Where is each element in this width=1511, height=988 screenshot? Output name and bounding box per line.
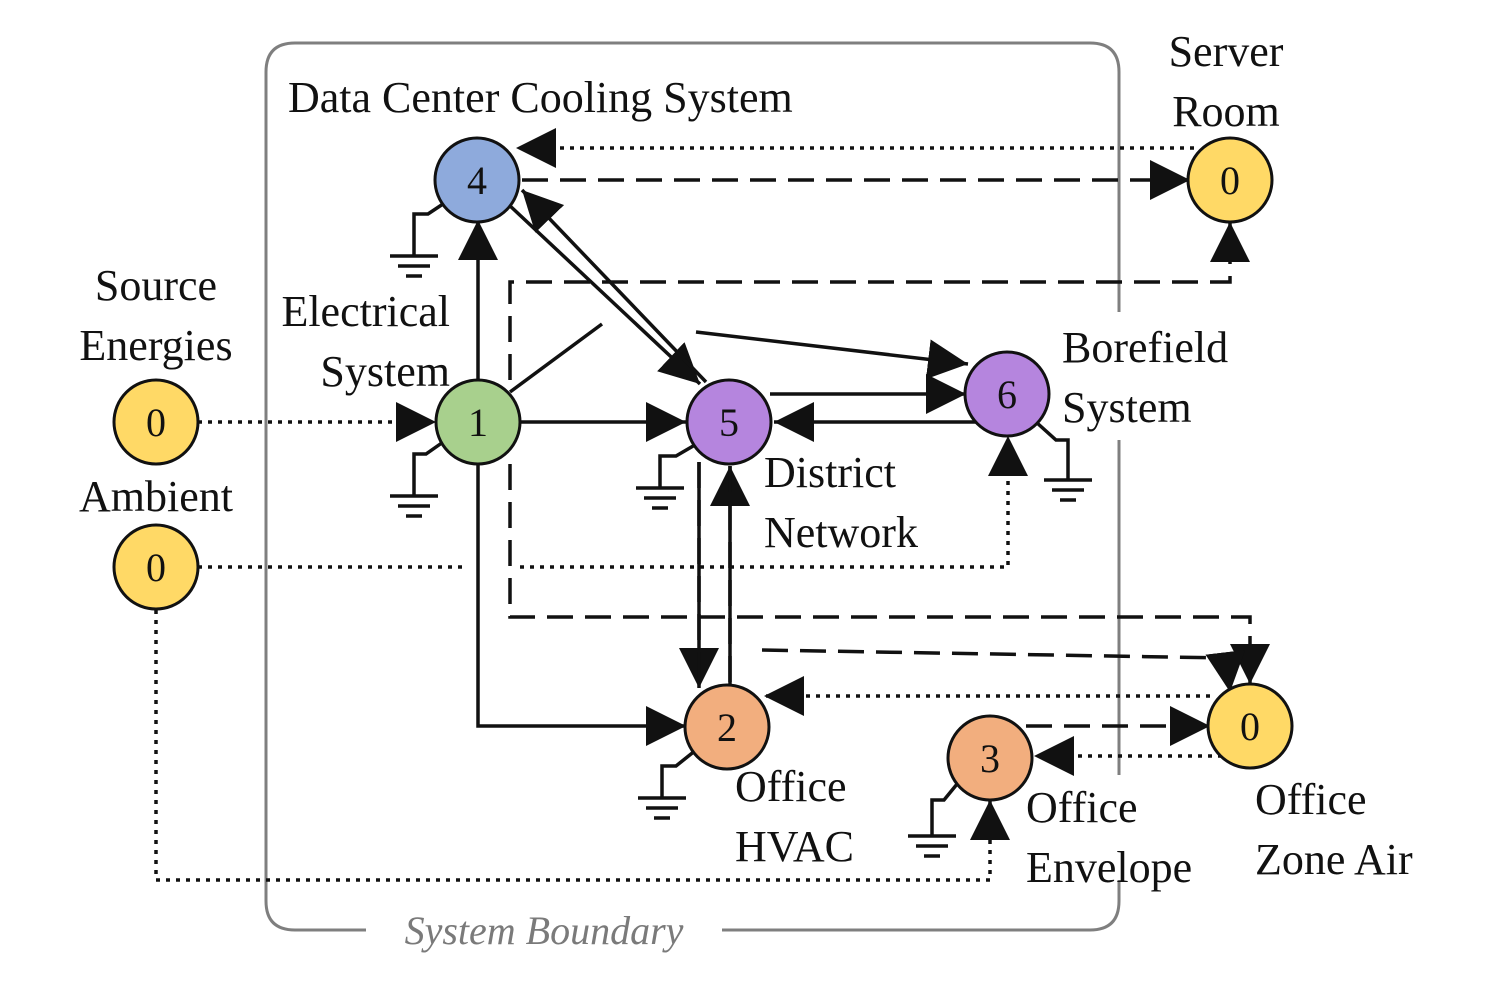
node-3-number: 3 [980, 736, 1000, 781]
system-boundary-label: System Boundary [405, 908, 684, 953]
edge-2-to-zone [761, 648, 1246, 693]
node-1-circle [434, 378, 522, 466]
ambient-circle [112, 523, 200, 611]
node-1-label-line2: System [320, 347, 450, 396]
ground-symbols [390, 200, 1092, 858]
server-room-circle [1186, 136, 1274, 224]
server-room-label-line2: Room [1172, 87, 1280, 136]
ground-icon [390, 438, 448, 518]
node-3-label-line2: Envelope [1026, 843, 1192, 892]
node-5-circle [685, 378, 773, 466]
edge-5-to-4 [520, 188, 708, 384]
ground-icon [638, 748, 698, 820]
node-5: 5 District Network [685, 378, 918, 557]
zone-air-circle [1206, 682, 1294, 770]
node-3-circle [946, 714, 1034, 802]
edge-1-to-6-a [508, 322, 604, 394]
node-5-label-line2: Network [764, 508, 918, 557]
node-ambient: 0 Ambient [79, 472, 233, 611]
server-room-label-line1: Server [1169, 27, 1284, 76]
source-energies-number: 0 [146, 400, 166, 445]
node-3-label-line1: Office [1026, 783, 1138, 832]
node-6-circle [963, 350, 1051, 438]
node-1: 1 Electrical System [281, 287, 522, 466]
edge-1-to-server [508, 222, 1250, 380]
node-3: 3 Office Envelope [946, 714, 1192, 892]
node-1-label-line1: Electrical [281, 287, 450, 336]
ground-icon [908, 776, 964, 858]
node-2-label-line2: HVAC [735, 822, 854, 871]
edge-ambient-to-6 [520, 436, 1028, 569]
system-boundary: System Boundary [264, 41, 1121, 953]
dashed-connections [508, 160, 1270, 746]
edge-1-to-6-b [695, 330, 969, 380]
edge-1-to-2 [476, 462, 686, 746]
source-energies-circle [112, 378, 200, 466]
node-5-label-line1: District [764, 448, 896, 497]
zone-air-label-line2: Zone Air [1255, 835, 1413, 884]
node-6: 6 Borefield System [963, 323, 1228, 438]
server-room-number: 0 [1220, 158, 1240, 203]
ambient-label: Ambient [79, 472, 233, 521]
node-4-label: Data Center Cooling System [288, 73, 793, 122]
ground-icon [390, 200, 447, 278]
node-2: 2 Office HVAC [683, 683, 854, 871]
solid-connections [458, 188, 978, 746]
edge-4-to-5 [506, 202, 702, 386]
edge-1-to-zone [508, 464, 1270, 684]
node-2-label-line1: Office [735, 762, 847, 811]
edge-ambient-to-3 [154, 610, 1010, 882]
ground-icon [1034, 420, 1092, 502]
node-1-number: 1 [468, 400, 488, 445]
ground-icon [636, 440, 701, 510]
zone-air-label-line1: Office [1255, 775, 1367, 824]
source-energies-label-line2: Energies [79, 321, 232, 370]
source-energies-label-line1: Source [95, 261, 217, 310]
node-5-number: 5 [719, 400, 739, 445]
node-server-room: 0 Server Room [1169, 27, 1284, 224]
ambient-number: 0 [146, 545, 166, 590]
node-6-label-line2: System [1062, 383, 1192, 432]
node-6-number: 6 [997, 372, 1017, 417]
dotted-connections [154, 128, 1222, 882]
node-6-label-line1: Borefield [1062, 323, 1228, 372]
node-2-circle [683, 683, 771, 771]
node-office-zone-air: 0 Office Zone Air [1206, 682, 1413, 884]
node-2-number: 2 [717, 705, 737, 750]
node-source-energies: 0 Source Energies [79, 261, 233, 466]
zone-air-number: 0 [1240, 704, 1260, 749]
node-4: 4 Data Center Cooling System [288, 73, 793, 224]
node-4-circle [433, 136, 521, 224]
node-4-number: 4 [467, 158, 487, 203]
